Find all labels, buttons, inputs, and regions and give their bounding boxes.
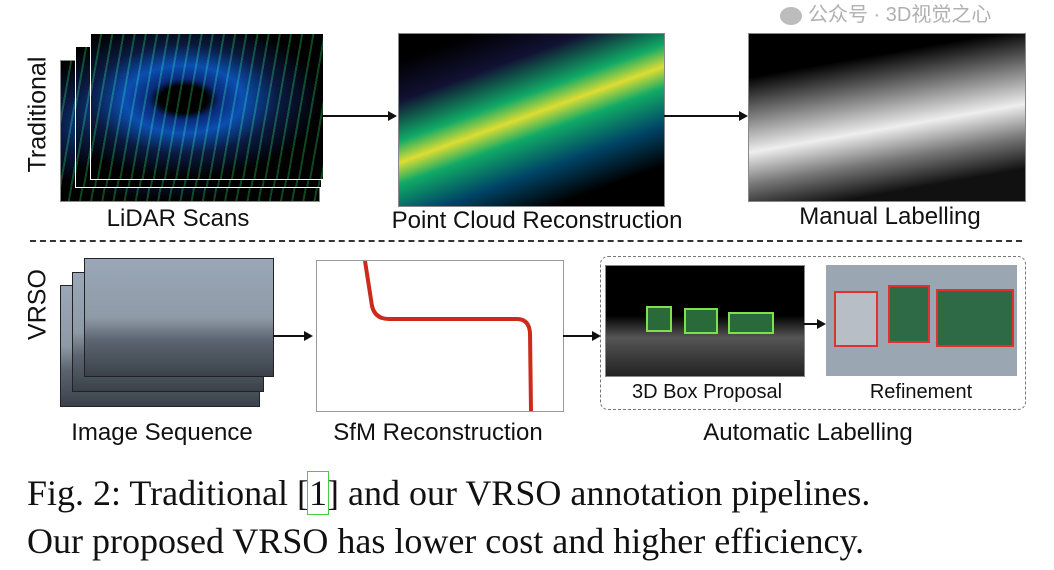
wechat-icon xyxy=(780,6,802,25)
refined-box xyxy=(888,285,930,343)
refined-box xyxy=(936,289,1014,347)
caption-line-2: Our proposed VRSO has lower cost and hig… xyxy=(27,521,865,561)
automatic-labelling-box xyxy=(600,256,1026,410)
step-label-automatic-labelling: Automatic Labelling xyxy=(703,419,913,446)
watermark: 公众号 · 3D视觉之心 xyxy=(780,2,991,28)
step-label-lidar-scans: LiDAR Scans xyxy=(106,205,250,232)
step-label-image-sequence: Image Sequence xyxy=(71,419,253,446)
traditional-row-label: Traditional xyxy=(23,56,52,173)
sfm-trajectory xyxy=(363,260,533,412)
refined-box xyxy=(834,291,878,347)
lidar-scan-frame-front xyxy=(90,33,324,180)
arrow xyxy=(664,112,748,120)
manual-labelling-image xyxy=(748,33,1026,202)
refinement-image xyxy=(826,265,1017,376)
vrso-row-label: VRSO xyxy=(23,269,52,340)
image-frame-front xyxy=(84,258,274,377)
substep-label-refinement: Refinement xyxy=(869,381,973,403)
arrow xyxy=(563,332,601,340)
caption-line-1: Fig. 2: Traditional [1] and our VRSO ann… xyxy=(27,471,871,515)
arrow xyxy=(273,332,313,340)
sfm-image xyxy=(316,260,564,412)
caption-text: ] and our VRSO annotation pipelines. xyxy=(327,473,871,513)
proposal-box xyxy=(684,308,718,334)
row-divider xyxy=(30,240,1022,242)
substep-label-3d-box-proposal: 3D Box Proposal xyxy=(631,381,783,403)
proposal-box xyxy=(728,312,774,334)
proposal-box xyxy=(646,306,672,332)
step-label-point-cloud: Point Cloud Reconstruction xyxy=(391,207,683,234)
step-label-sfm: SfM Reconstruction xyxy=(333,419,543,446)
watermark-text: 公众号 · 3D视觉之心 xyxy=(808,4,992,26)
arrow xyxy=(804,320,826,328)
3d-box-proposal-image xyxy=(605,265,805,377)
caption-text: Fig. 2: Traditional [ xyxy=(27,473,310,513)
citation-link[interactable]: 1 xyxy=(307,471,330,515)
step-label-manual-labelling: Manual Labelling xyxy=(799,203,981,230)
arrow xyxy=(323,112,397,120)
point-cloud-image xyxy=(398,33,665,207)
